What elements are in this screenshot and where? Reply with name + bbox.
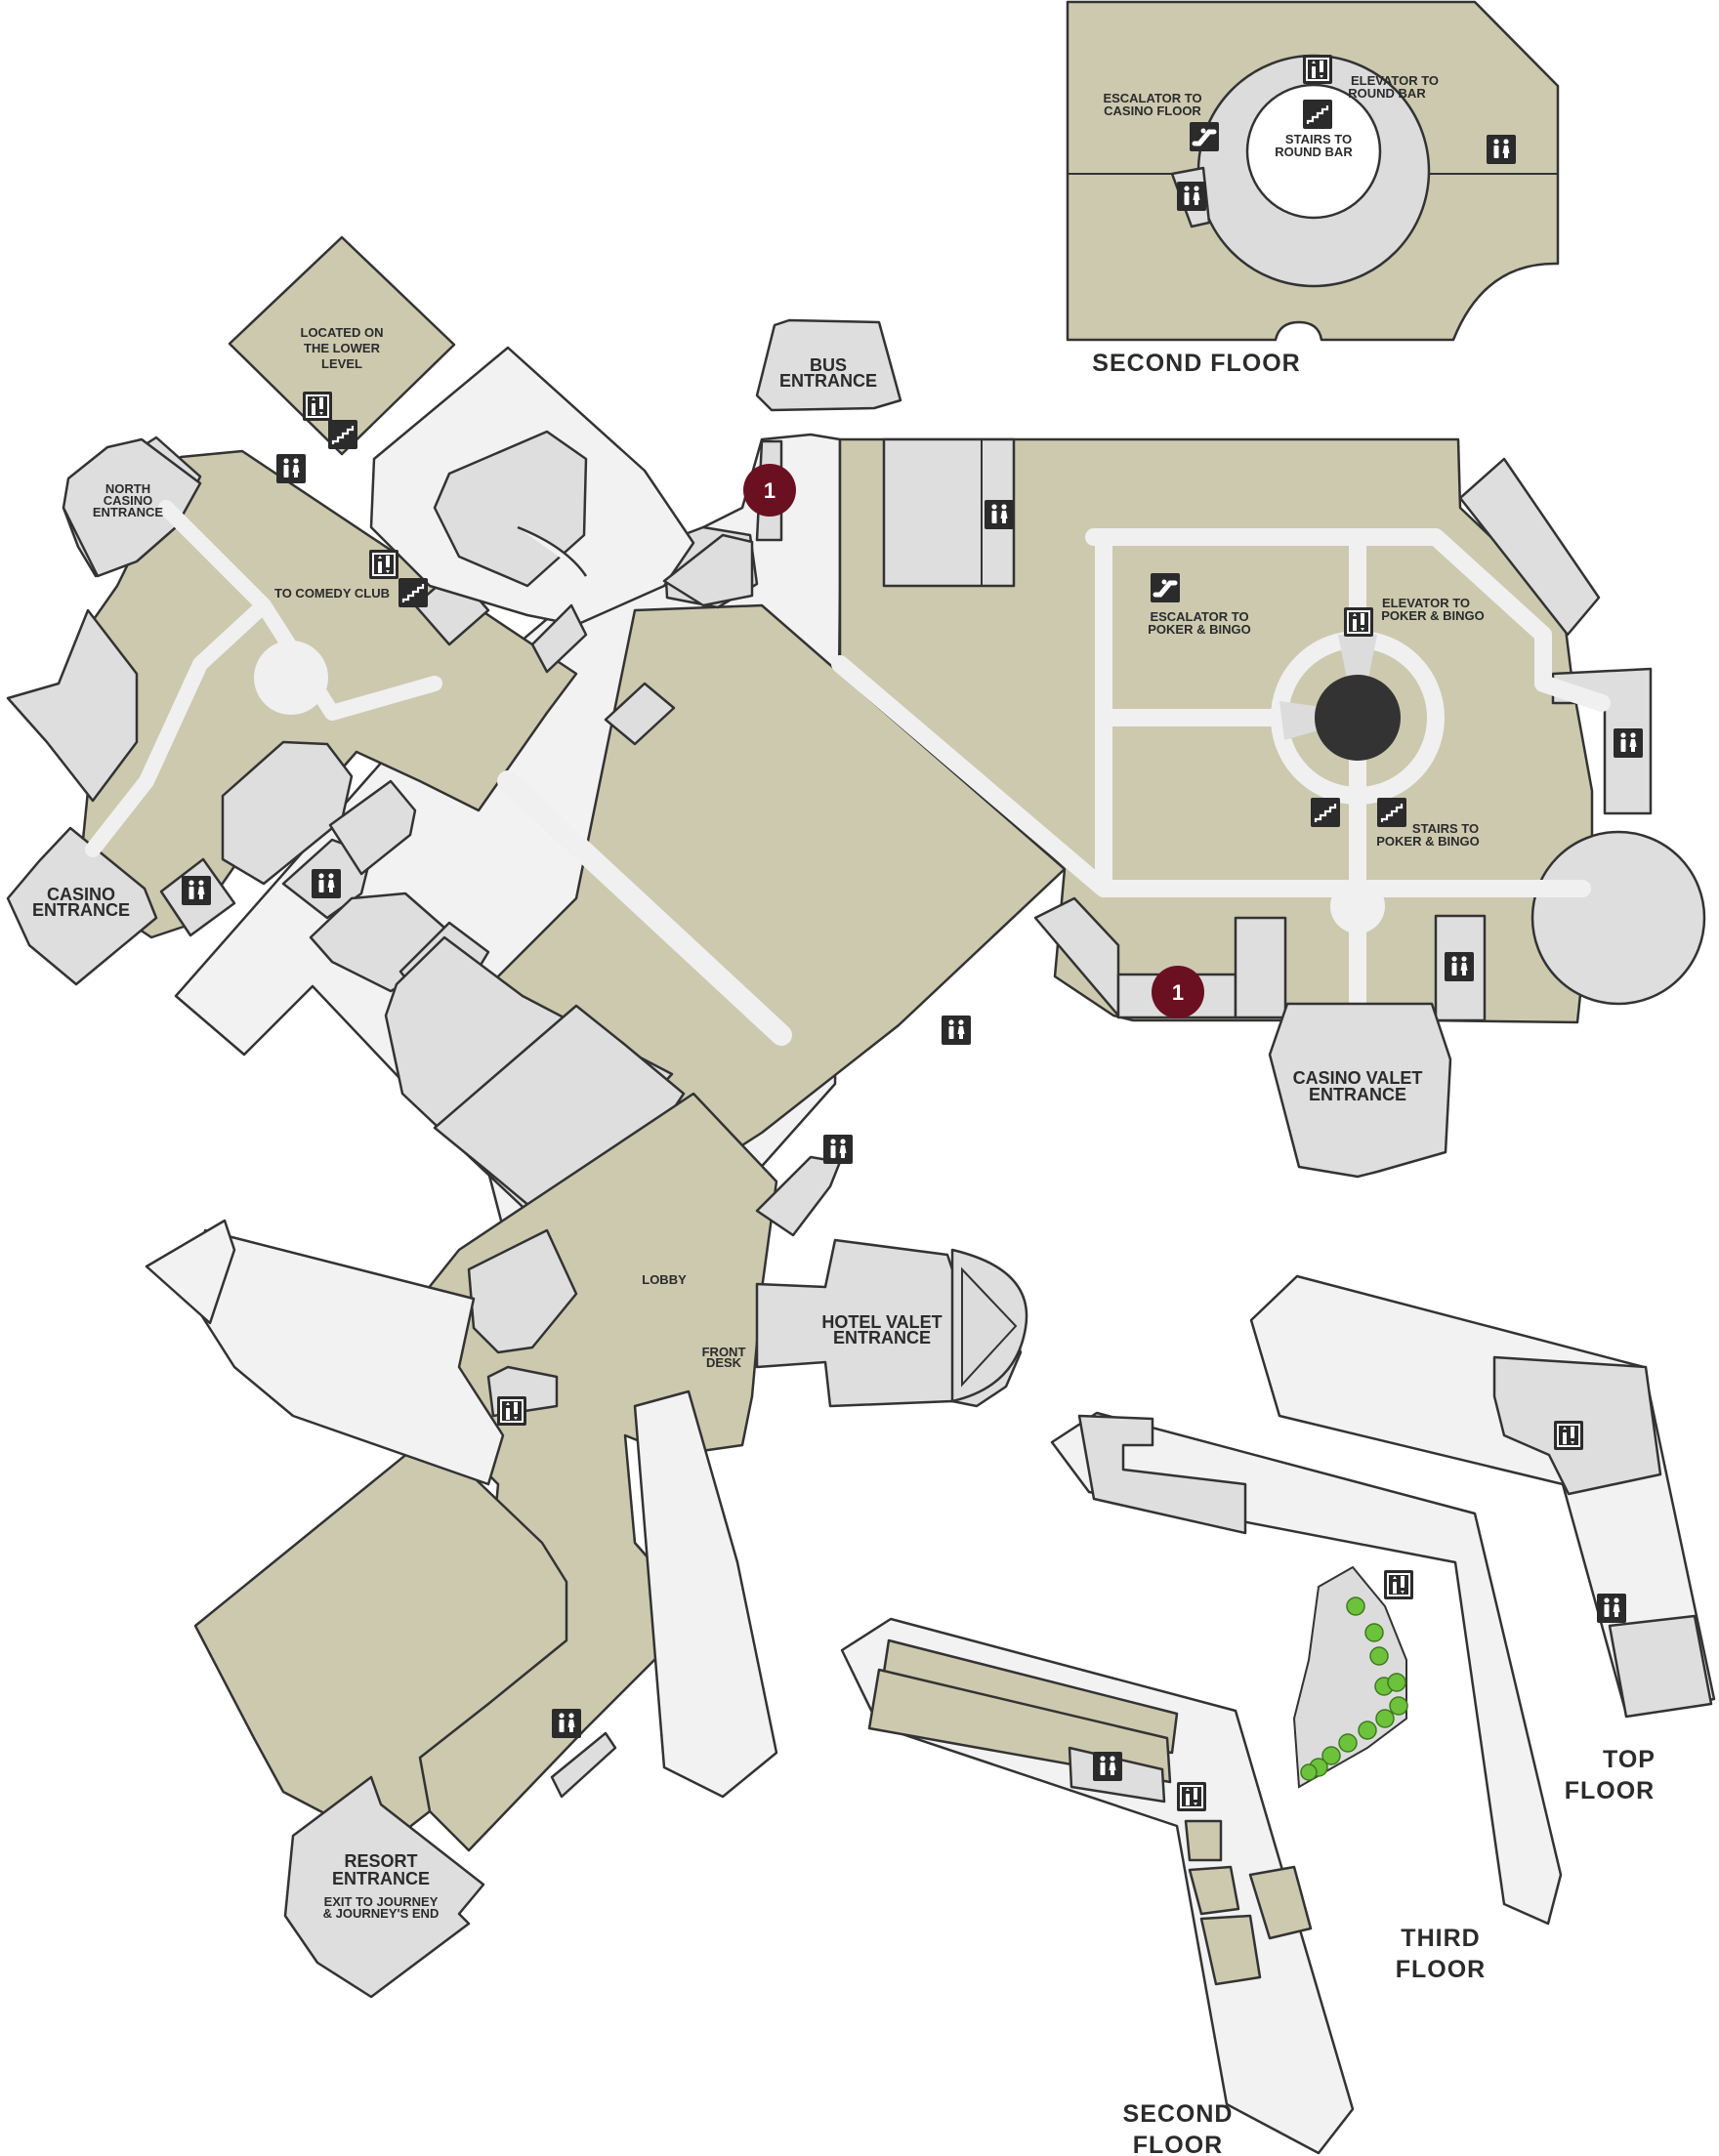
marker-1-north[interactable]: 1 bbox=[743, 464, 796, 517]
restroom-icon bbox=[1487, 135, 1516, 164]
stairs-icon bbox=[1303, 100, 1332, 129]
stairs-icon bbox=[398, 578, 428, 607]
restroom-icon bbox=[823, 1135, 853, 1164]
garden-trees bbox=[1300, 1596, 1408, 1781]
svg-text:1: 1 bbox=[764, 478, 776, 503]
third-floor-inset bbox=[1050, 1411, 1563, 1926]
second-floor-bottom-inset bbox=[840, 1617, 1355, 2155]
escalator-icon bbox=[1151, 573, 1180, 602]
restroom-icon bbox=[985, 500, 1014, 529]
stairs-icon bbox=[1377, 798, 1406, 827]
elevator-icon bbox=[1384, 1570, 1413, 1599]
second-floor-inset bbox=[1066, 0, 1560, 342]
escalator-icon bbox=[1190, 122, 1219, 151]
elevator-icon bbox=[369, 550, 398, 579]
restroom-icon bbox=[312, 869, 341, 898]
stairs-icon bbox=[1311, 798, 1340, 827]
journey-exit-label: EXIT TO JOURNEY& JOURNEY'S END bbox=[323, 1894, 440, 1921]
elevator-icon bbox=[1554, 1421, 1583, 1450]
elevator-icon bbox=[1303, 55, 1332, 84]
restroom-icon bbox=[276, 454, 306, 483]
restroom-icon bbox=[942, 1016, 971, 1045]
main-floor bbox=[6, 235, 1706, 1999]
elevator-icon bbox=[497, 1396, 526, 1426]
restroom-icon bbox=[182, 876, 211, 905]
restroom-icon bbox=[1614, 728, 1643, 758]
lobby-label: LOBBY bbox=[642, 1272, 687, 1287]
svg-text:1: 1 bbox=[1172, 980, 1184, 1005]
elevator-icon bbox=[303, 392, 332, 421]
comedy-club-label: TO COMEDY CLUB bbox=[274, 586, 390, 601]
restroom-icon bbox=[1445, 952, 1474, 981]
restroom-icon bbox=[1093, 1752, 1122, 1781]
second-floor-title: SECOND FLOOR bbox=[1092, 350, 1300, 377]
restroom-icon bbox=[552, 1709, 581, 1738]
stairs-icon bbox=[328, 420, 357, 449]
elevator-icon bbox=[1344, 607, 1373, 637]
marker-1-south[interactable]: 1 bbox=[1152, 966, 1204, 1018]
restroom-icon bbox=[1177, 182, 1206, 211]
restroom-icon bbox=[1597, 1594, 1626, 1623]
elevator-icon bbox=[1177, 1782, 1206, 1811]
